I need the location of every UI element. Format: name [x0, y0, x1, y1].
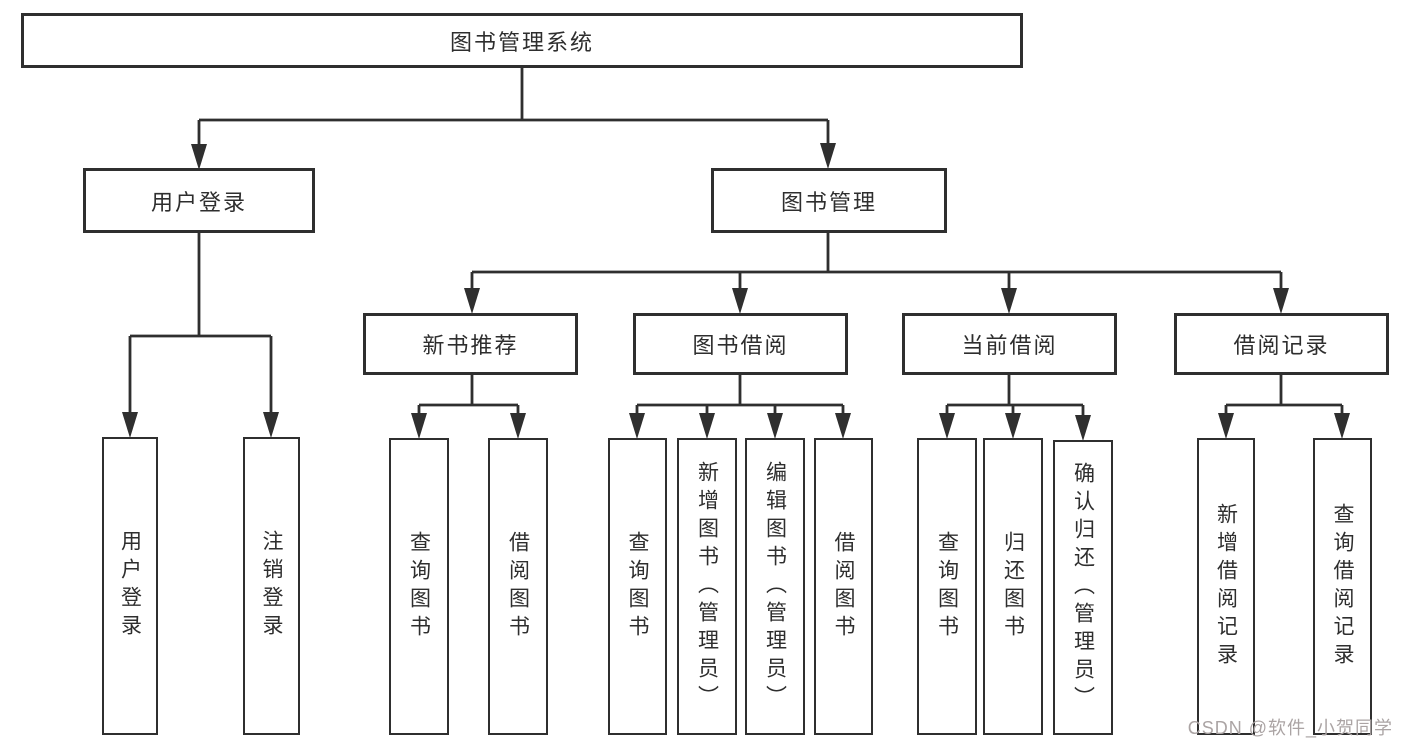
- leaf-bb-edit-books-admin-label: 编辑图书（管理员）: [763, 460, 787, 713]
- node-current-borrowing: 当前借阅: [902, 313, 1117, 375]
- leaf-br-add-record: 新增借阅记录: [1197, 438, 1255, 735]
- leaf-cb-return-books-label: 归还图书: [1001, 530, 1025, 643]
- arrowheads: [122, 143, 1350, 441]
- leaf-rec-query-books-label: 查询图书: [407, 530, 431, 643]
- leaf-rec-borrow-books-label: 借阅图书: [506, 530, 530, 643]
- node-root: 图书管理系统: [21, 13, 1023, 68]
- node-book-management-label: 图书管理: [780, 189, 877, 215]
- leaf-cb-return-books: 归还图书: [983, 438, 1043, 735]
- leaf-cb-confirm-return-admin: 确认归还（管理员）: [1053, 440, 1113, 735]
- leaf-br-query-record-label: 查询借阅记录: [1331, 502, 1354, 671]
- node-borrowing-records-label: 借阅记录: [1233, 333, 1330, 358]
- leaf-logout-label: 注销登录: [260, 530, 283, 642]
- leaf-logout: 注销登录: [243, 437, 300, 735]
- csdn-watermark: CSDN @软件_小贺同学: [1187, 718, 1393, 738]
- leaf-bb-borrow-books: 借阅图书: [814, 438, 873, 735]
- leaf-rec-borrow-books: 借阅图书: [488, 438, 548, 735]
- leaf-cb-query-books: 查询图书: [917, 438, 977, 735]
- node-current-borrowing-label: 当前借阅: [961, 333, 1058, 358]
- leaf-user-login-label: 用户登录: [118, 530, 142, 642]
- node-book-management: 图书管理: [711, 168, 947, 233]
- leaf-bb-add-books-admin: 新增图书（管理员）: [677, 438, 737, 735]
- leaf-user-login: 用户登录: [102, 437, 158, 735]
- leaf-bb-edit-books-admin: 编辑图书（管理员）: [745, 438, 805, 735]
- leaf-bb-query-books-label: 查询图书: [626, 530, 649, 643]
- leaf-bb-query-books: 查询图书: [608, 438, 667, 735]
- leaf-cb-confirm-return-admin-label: 确认归还（管理员）: [1071, 461, 1095, 714]
- leaf-bb-add-books-admin-label: 新增图书（管理员）: [695, 460, 719, 713]
- node-root-label: 图书管理系统: [449, 29, 594, 55]
- node-new-book-recommend-label: 新书推荐: [422, 333, 519, 358]
- leaf-rec-query-books: 查询图书: [389, 438, 449, 735]
- leaf-bb-borrow-books-label: 借阅图书: [832, 530, 855, 643]
- node-user-login-label: 用户登录: [150, 189, 247, 215]
- node-borrowing-records: 借阅记录: [1174, 313, 1389, 375]
- node-new-book-recommend: 新书推荐: [363, 313, 578, 375]
- leaf-cb-query-books-label: 查询图书: [935, 530, 959, 643]
- node-book-borrowing: 图书借阅: [633, 313, 848, 375]
- node-book-borrowing-label: 图书借阅: [692, 333, 789, 358]
- node-user-login: 用户登录: [83, 168, 315, 233]
- leaf-br-query-record: 查询借阅记录: [1313, 438, 1372, 735]
- leaf-br-add-record-label: 新增借阅记录: [1214, 502, 1238, 671]
